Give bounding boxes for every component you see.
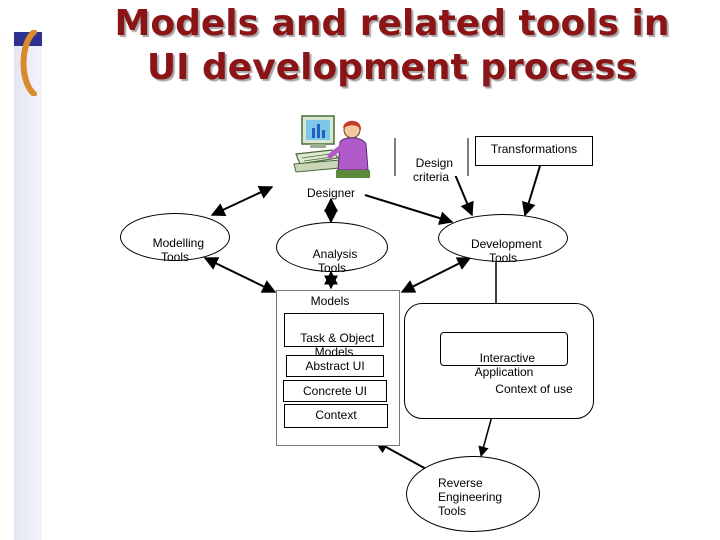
analysis-tools-node: Analysis Tools (276, 222, 388, 275)
context-label: Context (315, 408, 357, 422)
design-criteria-label: Design criteria (412, 156, 454, 184)
context-box: Context (284, 404, 388, 428)
arrow-designer-modelling (210, 185, 274, 217)
reverse-engineering-node (406, 456, 540, 532)
design-criteria-frame (394, 138, 469, 176)
development-tools-node: Development Tools (438, 214, 568, 265)
title-line-1: Models and related tools in (114, 3, 670, 44)
design-criteria-box: Design criteria (394, 136, 468, 184)
analysis-tools-label: Analysis Tools (312, 247, 358, 275)
arrow-transformations-development (521, 165, 541, 217)
concrete-ui-box: Concrete UI (283, 380, 387, 402)
designer-label: Designer (306, 186, 356, 200)
task-object-models-box: Task & Object Models (284, 313, 384, 359)
interactive-application-box: Interactive Application (440, 332, 568, 379)
transformations-box: Transformations (475, 136, 593, 166)
development-tools-label: Development Tools (470, 237, 542, 265)
arrow-criteria-development (453, 171, 474, 217)
interactive-application-label: Interactive Application (474, 351, 536, 379)
abstract-ui-label: Abstract UI (305, 359, 365, 373)
concrete-ui-label: Concrete UI (302, 384, 368, 398)
modelling-tools-label: Modelling Tools (152, 236, 205, 264)
left-accent-bar (14, 32, 42, 540)
models-label: Models (310, 294, 350, 308)
arrow-development-models (400, 257, 472, 293)
modelling-tools-node: Modelling Tools (120, 213, 230, 264)
arrow-designer-development (364, 194, 454, 225)
arrow-modelling-models (203, 257, 277, 293)
abstract-ui-box: Abstract UI (286, 355, 384, 377)
transformations-label: Transformations (490, 142, 578, 156)
title-line-2: UI development process (146, 47, 638, 88)
designer-person-icon (293, 115, 370, 178)
page-title: Models and related tools in UI developme… (62, 2, 720, 90)
reverse-engineering-label: Reverse Engineering Tools (438, 476, 503, 518)
bracket-icon (20, 30, 37, 96)
context-of-use-label: Context of use (495, 382, 573, 396)
